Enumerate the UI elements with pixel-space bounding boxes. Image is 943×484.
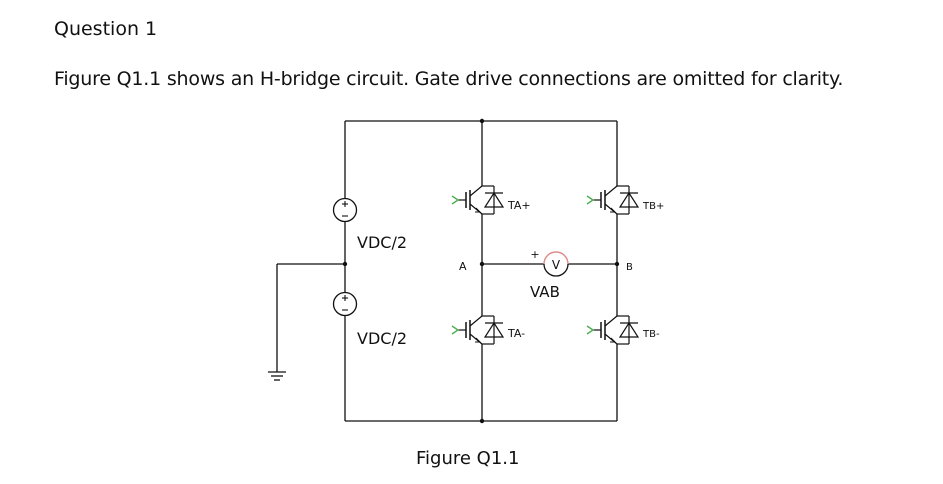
switch-tb-minus-label: TB- [642,329,660,340]
igbt-ta-minus-icon [451,315,504,345]
question-heading: Question 1 [54,18,158,40]
switch-ta-minus-label: TA- [507,327,525,340]
dc-source-bottom-icon [332,291,358,317]
igbt-ta-plus-icon [451,185,504,215]
switch-tb-plus-label: TB+ [642,201,664,212]
switch-ta-plus-label: TA+ [507,199,531,212]
dc-source-top-icon [332,197,358,223]
voltmeter-symbol: V [552,258,561,272]
source-bottom-label: VDC/2 [357,329,407,348]
ground-icon [268,371,286,381]
circuit-wiring [276,120,618,422]
vab-label: VAB [530,283,560,301]
junction-dots [342,118,620,424]
voltmeter-icon: V + [530,248,569,277]
question-text: Figure Q1.1 shows an H-bridge circuit. G… [54,68,844,90]
node-a-label: A [459,260,467,273]
igbt-tb-plus-icon [586,185,639,215]
figure-caption: Figure Q1.1 [416,448,520,469]
source-top-label: VDC/2 [357,233,407,252]
node-b-label: B [626,262,633,273]
voltmeter-plus-label: + [530,248,539,261]
igbt-tb-minus-icon [586,315,639,345]
